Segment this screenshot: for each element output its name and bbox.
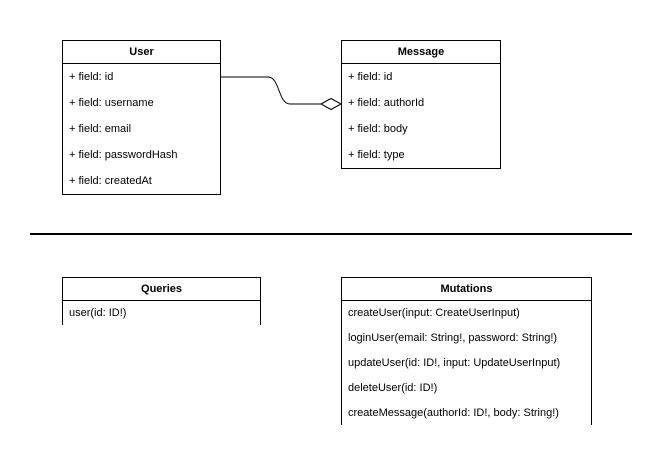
uml-field-row[interactable]: + field: id	[342, 64, 500, 90]
uml-class-user[interactable]: User + field: id + field: username + fie…	[62, 40, 221, 195]
uml-class-message[interactable]: Message + field: id + field: authorId + …	[341, 40, 501, 169]
uml-class-mutations-title: Mutations	[342, 278, 591, 301]
uml-class-mutations-rows: createUser(input: CreateUserInput) login…	[342, 301, 591, 426]
uml-field-row[interactable]: + field: createdAt	[63, 168, 220, 194]
uml-class-queries[interactable]: Queries user(id: ID!)	[62, 277, 261, 326]
association-edge-user-message[interactable]	[221, 76, 321, 105]
uml-class-queries-title: Queries	[63, 278, 260, 301]
uml-class-queries-rows: user(id: ID!)	[63, 301, 260, 326]
uml-field-row[interactable]: + field: username	[63, 90, 220, 116]
uml-class-message-rows: + field: id + field: authorId + field: b…	[342, 64, 500, 168]
uml-operation-row[interactable]: user(id: ID!)	[63, 301, 260, 326]
uml-class-message-title: Message	[342, 41, 500, 64]
uml-operation-row[interactable]: createUser(input: CreateUserInput)	[342, 301, 591, 326]
uml-operation-row[interactable]: updateUser(id: ID!, input: UpdateUserInp…	[342, 351, 591, 376]
uml-operation-row[interactable]: createMessage(authorId: ID!, body: Strin…	[342, 401, 591, 426]
uml-field-row[interactable]: + field: body	[342, 116, 500, 142]
uml-operation-row[interactable]: deleteUser(id: ID!)	[342, 376, 591, 401]
section-divider	[30, 233, 632, 235]
uml-operation-row[interactable]: loginUser(email: String!, password: Stri…	[342, 326, 591, 351]
uml-field-row[interactable]: + field: id	[63, 64, 220, 90]
uml-class-mutations[interactable]: Mutations createUser(input: CreateUserIn…	[341, 277, 592, 426]
uml-class-user-title: User	[63, 41, 220, 64]
uml-field-row[interactable]: + field: authorId	[342, 90, 500, 116]
uml-field-row[interactable]: + field: passwordHash	[63, 142, 220, 168]
uml-field-row[interactable]: + field: email	[63, 116, 220, 142]
uml-class-user-rows: + field: id + field: username + field: e…	[63, 64, 220, 194]
open-diamond-marker-icon	[319, 97, 343, 111]
uml-field-row[interactable]: + field: type	[342, 142, 500, 168]
